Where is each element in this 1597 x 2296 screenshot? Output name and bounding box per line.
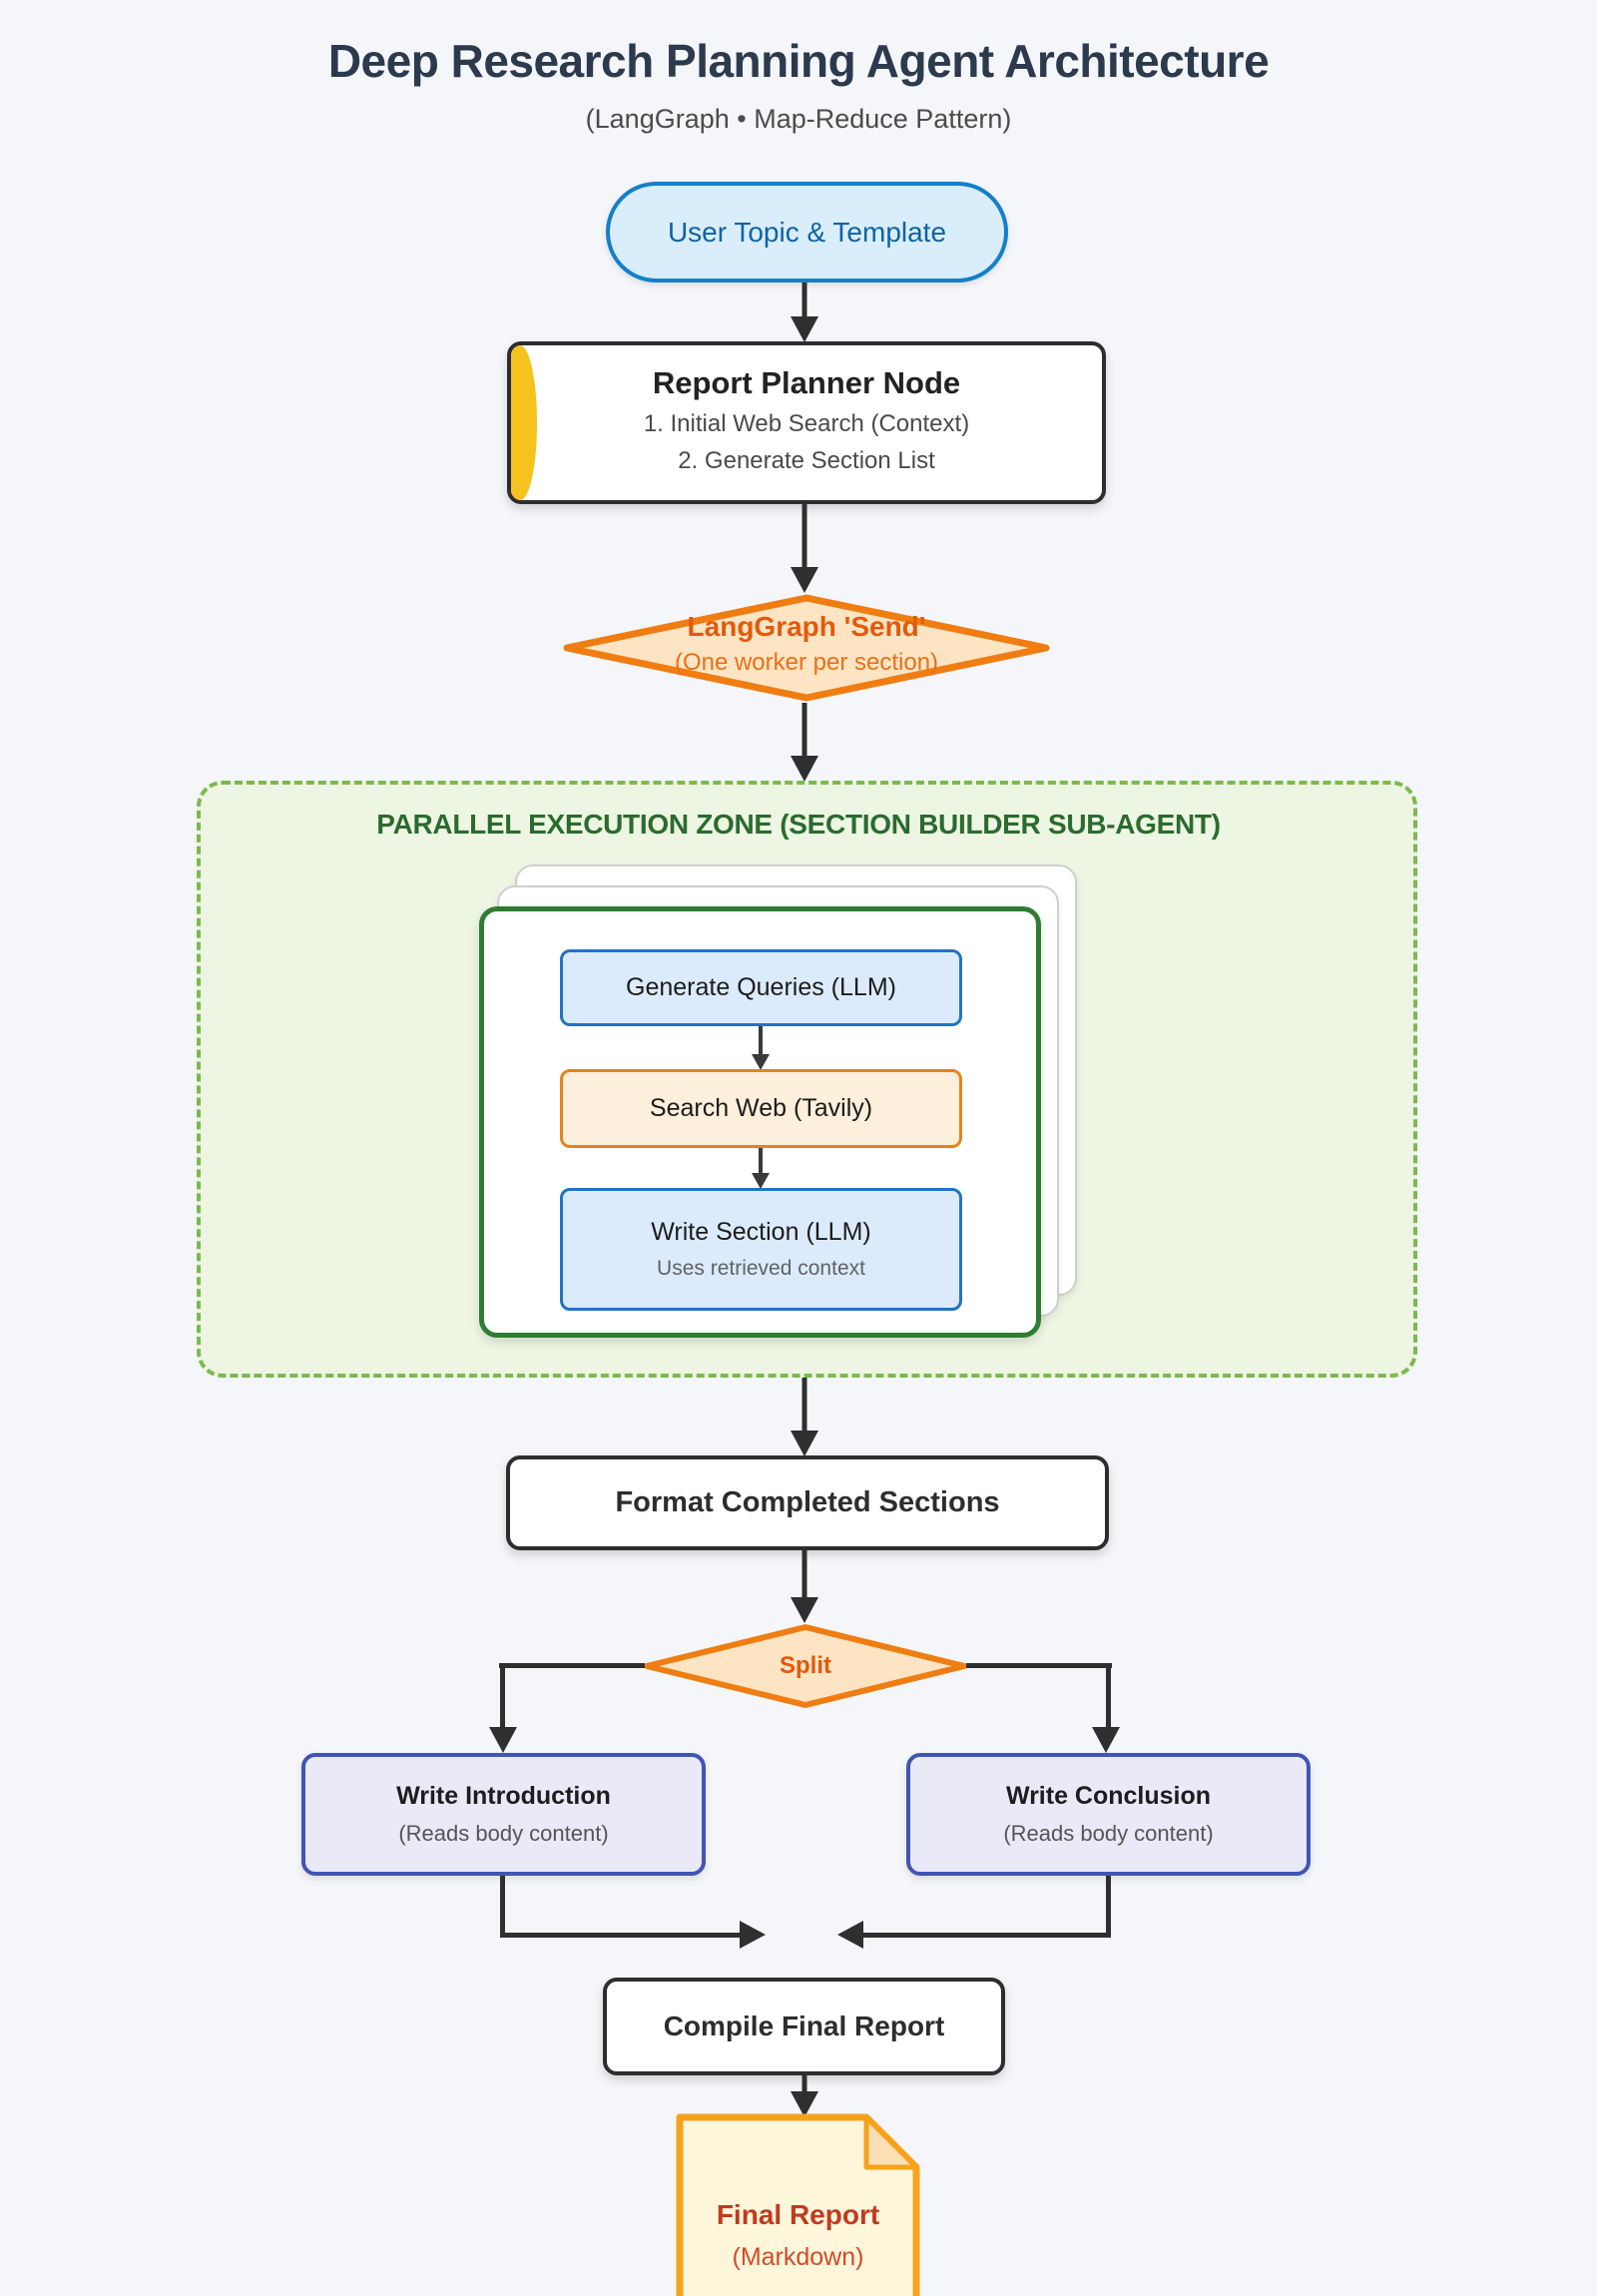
format-sections-label: Format Completed Sections [615,1486,1000,1518]
write-section-title: Write Section (LLM) [651,1218,871,1246]
node-write-introduction: Write Introduction (Reads body content) [301,1753,706,1876]
arrow-send-to-zone [791,703,818,782]
write-conclusion-subtitle: (Reads body content) [1003,1821,1214,1846]
arrow-head-icon [740,1921,766,1949]
final-report-subtitle: (Markdown) [732,2243,864,2271]
planner-accent-bar [511,345,537,500]
decision-diamond-split: Split [641,1620,970,1712]
arrow-head-icon [1092,1727,1120,1753]
arrow-stem [759,1148,763,1175]
arrow-head-icon [752,1173,770,1189]
final-report-title: Final Report [716,2199,880,2230]
search-web-label: Search Web (Tavily) [649,1094,873,1122]
split-right-vline [1106,1663,1111,1729]
planner-step-2: 2. Generate Section List [678,447,935,474]
decision-diamond-send: LangGraph 'Send' (One worker per section… [559,589,1054,707]
node-search-web: Search Web (Tavily) [560,1069,962,1148]
arrow-queries-to-search [752,1026,770,1070]
split-left-hline [499,1663,645,1668]
planner-step-1: 1. Initial Web Search (Context) [643,410,970,437]
merge-left-vline [500,1876,505,1938]
arrow-stem [801,2075,807,2095]
arrow-head-icon [791,2091,818,2117]
write-conclusion-title: Write Conclusion [1005,1782,1212,1810]
merge-right-vline [1106,1876,1111,1938]
node-report-planner: Report Planner Node 1. Initial Web Searc… [507,341,1106,504]
diamond-shape-icon [644,1624,967,1708]
send-diamond-subtitle: (One worker per section) [674,649,939,676]
planner-title: Report Planner Node [652,365,961,400]
write-introduction-title: Write Introduction [396,1782,611,1810]
compile-report-label: Compile Final Report [663,2010,945,2041]
write-introduction-subtitle: (Reads body content) [398,1821,609,1846]
split-left-vline [500,1663,505,1729]
arrow-head-icon [837,1921,863,1949]
arrow-head-icon [752,1054,770,1070]
arrow-compile-to-doc [791,2075,818,2117]
document-icon [676,2113,920,2296]
arrow-zone-to-format [791,1378,818,1456]
node-compile-report: Compile Final Report [603,1978,1005,2075]
merge-right-hline [863,1933,1111,1938]
send-diamond-title: LangGraph 'Send' [687,611,926,642]
write-section-subtitle: Uses retrieved context [657,1257,865,1280]
node-format-sections: Format Completed Sections [506,1455,1109,1550]
start-pill-label: User Topic & Template [667,216,947,248]
arrow-head-icon [791,567,818,593]
arrow-head-icon [791,1597,818,1623]
merge-left-hline [500,1933,740,1938]
arrow-format-to-split [791,1550,818,1623]
node-final-report: Final Report (Markdown) [676,2113,920,2272]
arrow-head-icon [791,1431,818,1456]
page-subtitle: (LangGraph • Map-Reduce Pattern) [585,104,1012,134]
node-generate-queries: Generate Queries (LLM) [560,949,962,1026]
node-write-conclusion: Write Conclusion (Reads body content) [906,1753,1311,1876]
arrow-stem [801,1550,807,1601]
arrow-start-to-planner [791,283,818,342]
split-diamond-label: Split [780,1652,831,1679]
arrow-stem [759,1026,763,1056]
arrow-stem [801,703,807,760]
arrow-stem [801,504,807,571]
arrow-head-icon [489,1727,517,1753]
arrow-head-icon [791,756,818,782]
arrow-head-icon [791,316,818,342]
arrow-search-to-write [752,1148,770,1189]
arrow-stem [801,1378,807,1435]
arrow-planner-to-send [791,504,818,593]
generate-queries-label: Generate Queries (LLM) [626,973,896,1001]
split-right-hline [966,1663,1112,1668]
page-title: Deep Research Planning Agent Architectur… [327,35,1270,87]
parallel-zone-title: PARALLEL EXECUTION ZONE (SECTION BUILDER… [376,809,1221,840]
document-fold-icon [863,2114,919,2170]
diamond-shape-icon [563,594,1050,702]
node-write-section: Write Section (LLM) Uses retrieved conte… [560,1188,962,1311]
arrow-stem [801,283,807,320]
start-pill-user-topic: User Topic & Template [606,182,1008,283]
